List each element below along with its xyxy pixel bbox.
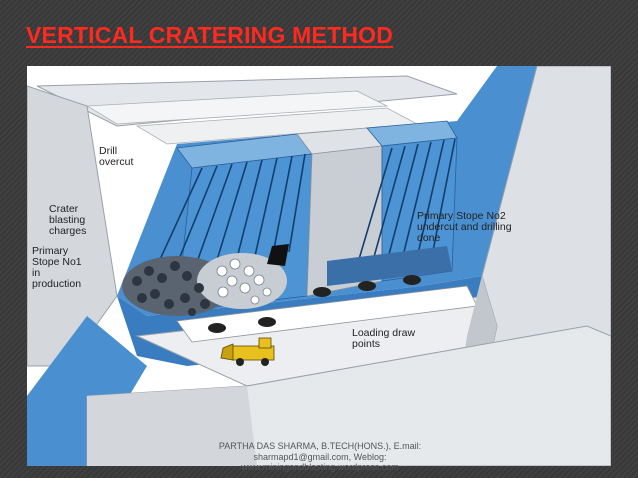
- label-in: in: [32, 267, 41, 279]
- label-blasting: blasting: [49, 214, 86, 226]
- label-done: done: [417, 232, 441, 244]
- label-charges: charges: [49, 225, 87, 237]
- label-drill: Drill: [99, 145, 118, 157]
- vcr-mining-diagram: Drill overcut Crater blasting charges Pr…: [27, 66, 611, 466]
- footer-line3: www.miningandblasting.wordpress.com: [241, 462, 399, 472]
- author-footer: PARTHA DAS SHARMA, B.TECH(HONS.), E.mail…: [200, 441, 440, 473]
- label-undercut-drilling: undercut and drilling: [417, 221, 512, 233]
- label-production: production: [32, 278, 82, 290]
- slide-title: VERTICAL CRATERING METHOD: [26, 22, 394, 48]
- diagram-drawing: [27, 66, 611, 466]
- label-loading-draw: Loading draw: [352, 327, 416, 339]
- label-primary: Primary: [32, 245, 69, 257]
- undercut-slot: [327, 246, 452, 286]
- label-points: points: [352, 338, 381, 350]
- upper-level-1: [85, 90, 389, 125]
- loader-vehicle: [220, 337, 275, 366]
- label-overcut: overcut: [99, 156, 134, 168]
- draw-points: [208, 275, 421, 333]
- label-crater: Crater: [49, 203, 79, 215]
- label-stope-no2: Primary Stope No2: [417, 210, 506, 222]
- drill-holes-stope2: [356, 138, 456, 267]
- blue-vein-lower: [27, 316, 147, 466]
- drill-holes-stope1: [156, 153, 306, 267]
- bottom-rock-face: [87, 386, 257, 466]
- label-stope-no1: Stope No1: [32, 256, 82, 268]
- broken-ore-pile: [122, 244, 289, 316]
- footer-line1: PARTHA DAS SHARMA, B.TECH(HONS.), E.mail…: [218, 441, 422, 451]
- footer-line2: sharmapd1@gmail.com, Weblog:: [253, 451, 387, 462]
